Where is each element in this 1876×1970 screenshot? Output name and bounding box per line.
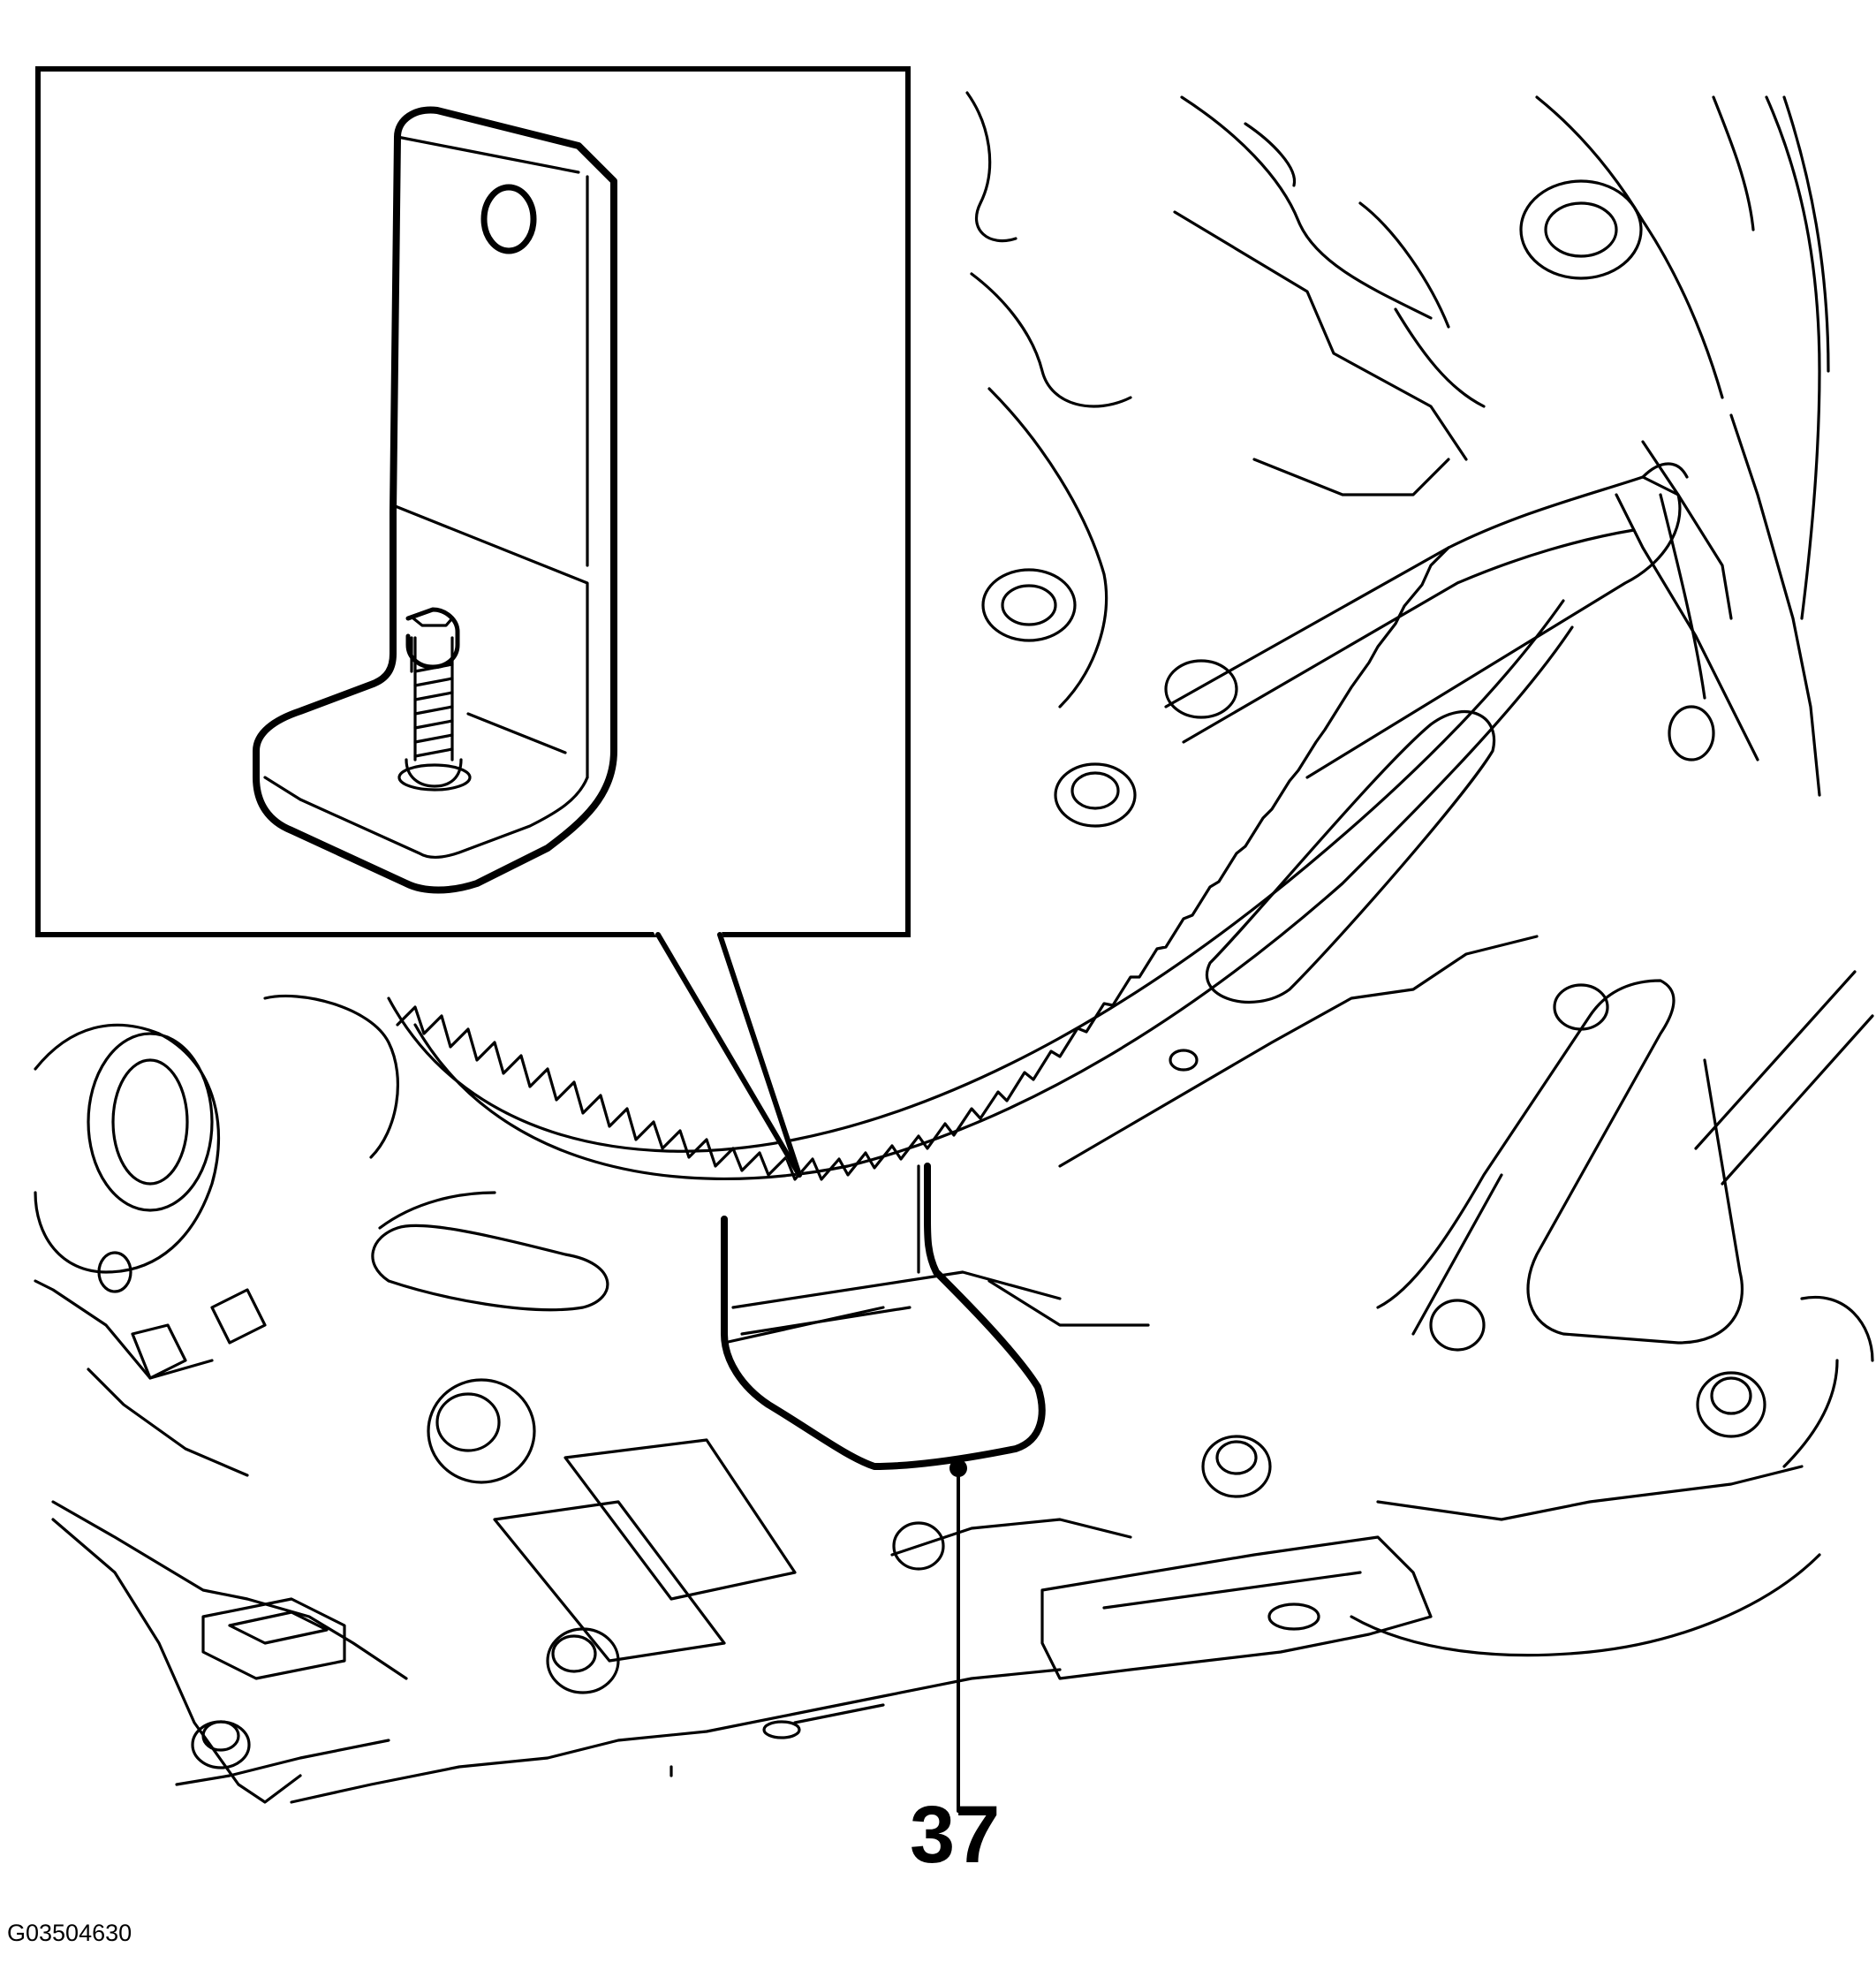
callout-number: 37 [910,1790,1000,1880]
figure-code: G03504630 [7,1920,132,1946]
holding-tool-bracket-icon [253,106,617,894]
leader-dot [949,1459,967,1477]
installed-holding-tool [721,1163,1046,1470]
engine-block-drawing [34,91,1874,1804]
ring-gear-teeth [396,546,1450,1181]
tool-detail-inset [35,66,911,1178]
callout-leader [949,1459,967,1813]
